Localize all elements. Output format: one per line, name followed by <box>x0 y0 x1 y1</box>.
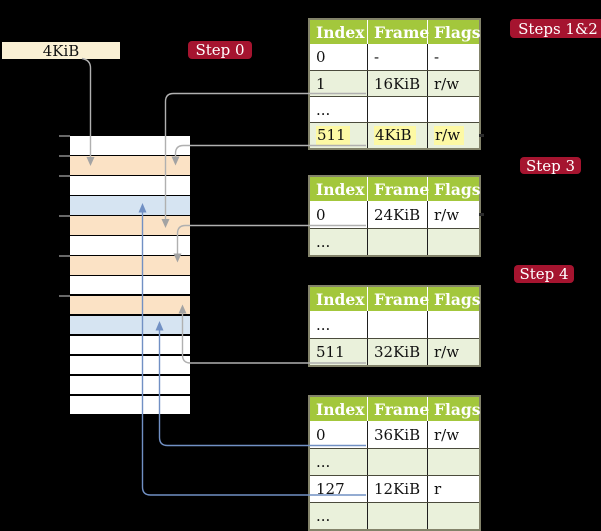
cell-frame: 4KiB <box>367 123 427 148</box>
memory-row-peach <box>70 295 190 315</box>
cell-index: 127 <box>316 480 345 498</box>
steps12-text: Steps 1&2 <box>518 19 598 38</box>
column-header-frame: Frame <box>367 397 429 421</box>
step0-text: Step 0 <box>195 41 245 59</box>
memory-row-peach <box>70 255 190 275</box>
table-row: 0 - - <box>310 44 479 70</box>
memory-row-white <box>70 275 190 295</box>
table-row: ... <box>310 502 479 529</box>
column-header-flags: Flags <box>427 177 481 201</box>
column-header-flags: Flags <box>427 287 481 311</box>
cell-flags: r/w <box>427 421 479 448</box>
cell-flags <box>427 97 479 122</box>
table-header: Index Frame Flags <box>310 397 481 421</box>
table-row: 1 16KiB r/w <box>310 70 479 96</box>
cell-frame <box>367 449 427 475</box>
table-row: 127 12KiB r <box>310 475 479 502</box>
table-header: Index Frame Flags <box>310 177 481 201</box>
cell-frame <box>367 229 427 255</box>
highlight-mark: 511 <box>316 126 350 145</box>
table-row-highlighted: 511 4KiB r/w <box>310 122 479 148</box>
cell-flags: r/w <box>427 339 479 365</box>
column-header-frame: Frame <box>367 287 429 311</box>
page-table-step3: Index Frame Flags 0 24KiB r/w ... <box>308 175 481 257</box>
column-header-flags: Flags <box>427 20 481 44</box>
cell-frame: 24KiB <box>367 201 427 228</box>
cell-flags <box>427 503 479 529</box>
memory-row-white <box>70 375 190 395</box>
cell-flags: - <box>427 44 479 70</box>
cell-flags <box>427 449 479 475</box>
table-row: 511 32KiB r/w <box>310 338 479 365</box>
page-table-leaf: Index Frame Flags 0 36KiB r/w ... 127 12… <box>308 395 481 531</box>
cell-frame: 36KiB <box>367 421 427 448</box>
cell-index: 511 <box>310 123 367 148</box>
table-row: ... <box>310 448 479 475</box>
table-row: 0 24KiB r/w <box>310 201 479 228</box>
column-header-frame: Frame <box>367 20 429 44</box>
cell-index: 1 <box>316 74 326 93</box>
step3-text: Step 3 <box>525 156 576 175</box>
table-header: Index Frame Flags <box>310 20 481 44</box>
table-header: Index Frame Flags <box>310 287 481 311</box>
cell-flags: r <box>427 476 479 502</box>
table-row: ... <box>310 311 479 338</box>
column-header-index: Index <box>316 179 365 199</box>
cell-index: 0 <box>316 48 326 66</box>
memory-row-peach <box>70 215 190 235</box>
cell-index: ... <box>316 100 331 119</box>
cell-index: ... <box>316 233 331 251</box>
cell-frame: 12KiB <box>367 476 427 502</box>
memory-stack <box>70 136 190 416</box>
cell-index: 0 <box>316 205 326 224</box>
steps12-label: Steps 1&2 <box>510 19 601 38</box>
cell-flags: r/w <box>427 71 479 96</box>
table-row: ... <box>310 96 479 122</box>
root-frame-box: 4KiB <box>2 41 120 60</box>
cell-frame <box>367 97 427 122</box>
page-table-step4: Index Frame Flags ... 511 32KiB r/w <box>308 285 481 367</box>
column-header-flags: Flags <box>427 397 481 421</box>
cell-index: 511 <box>316 343 345 361</box>
step3-label: Step 3 <box>520 156 581 175</box>
column-header-index: Index <box>316 399 365 419</box>
cell-frame <box>367 311 427 338</box>
root-frame-label: 4KiB <box>42 41 80 60</box>
cell-index: ... <box>316 507 331 525</box>
memory-row-white <box>70 136 190 155</box>
step0-label: Step 0 <box>188 41 252 59</box>
column-header-index: Index <box>316 289 365 309</box>
highlight-mark: r/w <box>434 126 465 145</box>
cell-frame: - <box>367 44 427 70</box>
cell-frame: 32KiB <box>367 339 427 365</box>
column-header-index: Index <box>316 22 365 42</box>
page-table-steps12: Index Frame Flags 0 - - 1 16KiB r/w ... … <box>308 18 481 150</box>
cell-index: ... <box>316 453 331 471</box>
memory-row-white <box>70 395 190 415</box>
memory-row-white <box>70 175 190 195</box>
cell-index: ... <box>316 315 331 334</box>
memory-row-peach <box>70 155 190 175</box>
cell-frame <box>367 503 427 529</box>
cell-flags <box>427 311 479 338</box>
memory-row-white <box>70 235 190 255</box>
highlight-mark: 4KiB <box>374 126 416 145</box>
table-row: 0 36KiB r/w <box>310 421 479 448</box>
cell-frame: 16KiB <box>367 71 427 96</box>
step4-label: Step 4 <box>514 265 574 283</box>
memory-row-blue <box>70 195 190 215</box>
table-row: ... <box>310 228 479 255</box>
cell-flags <box>427 229 479 255</box>
column-header-frame: Frame <box>367 177 429 201</box>
cell-flags: r/w <box>427 201 479 228</box>
cell-flags: r/w <box>427 123 479 148</box>
step4-text: Step 4 <box>519 265 569 283</box>
cell-index: 0 <box>316 425 326 444</box>
memory-row-white <box>70 335 190 355</box>
memory-row-blue <box>70 315 190 335</box>
memory-tick-marks <box>59 135 70 297</box>
memory-row-white <box>70 355 190 375</box>
